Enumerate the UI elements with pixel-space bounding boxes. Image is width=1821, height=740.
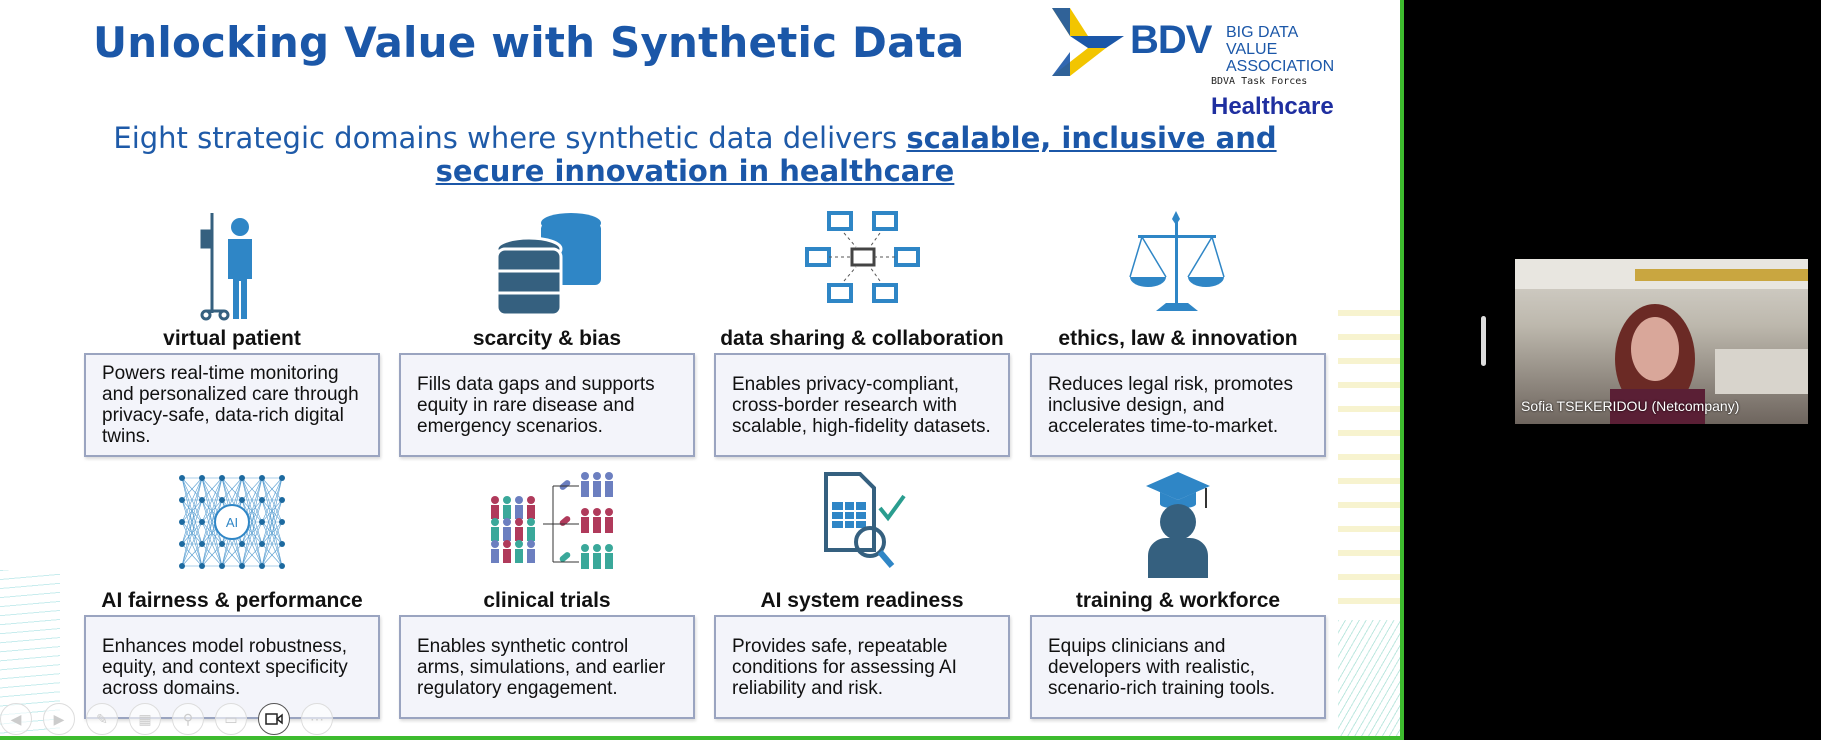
domain-description: Fills data gaps and supports equity in r… xyxy=(417,373,655,437)
active-speaker-border xyxy=(0,736,1404,740)
virtual-patient-icon xyxy=(200,213,252,321)
domain-title: scarcity & bias xyxy=(472,327,622,350)
domain-description-box: Reduces legal risk, promotes inclusive d… xyxy=(1030,353,1326,457)
neural-network-icon: AI xyxy=(179,475,285,569)
previous-slide-button[interactable]: ◀ xyxy=(0,703,32,735)
slideshow-controls: ◀ ▶ ✎ ▦ ⚲ ▭ ⋯ xyxy=(0,703,333,736)
more-options-button[interactable]: ⋯ xyxy=(301,703,333,735)
pen-tool-button[interactable]: ✎ xyxy=(86,703,118,735)
database-icon xyxy=(495,213,601,317)
domain-title: AI fairness & performance xyxy=(101,589,363,612)
logo-brand: BDV xyxy=(1130,18,1212,62)
camera-button[interactable] xyxy=(258,703,290,735)
domain-description: Reduces legal risk, promotes inclusive d… xyxy=(1048,373,1293,437)
domain-title: training & workforce xyxy=(1075,589,1281,612)
zoom-button[interactable]: ⚲ xyxy=(172,703,204,735)
domain-description-box: Provides safe, repeatable conditions for… xyxy=(714,615,1010,719)
domain-description: Enables privacy-compliant, cross-border … xyxy=(732,373,991,437)
bdva-logo-icon xyxy=(1052,8,1124,76)
domain-description-box: Fills data gaps and supports equity in r… xyxy=(399,353,695,457)
slide-title: Unlocking Value with Synthetic Data xyxy=(93,18,965,67)
decorative-lines xyxy=(1338,620,1400,736)
presentation-slide: Unlocking Value with Synthetic Data BDV … xyxy=(0,0,1400,736)
scales-icon xyxy=(1129,211,1225,311)
ai-label: AI xyxy=(226,515,238,530)
domain-title: data sharing & collaboration xyxy=(720,327,1004,350)
task-forces-label: BDVA Task Forces xyxy=(1211,76,1308,87)
slide-subtitle: Eight strategic domains where synthetic … xyxy=(113,121,1277,188)
camera-icon xyxy=(265,713,283,725)
graduate-icon xyxy=(1146,472,1210,578)
domain-description-box: Enables privacy-compliant, cross-border … xyxy=(714,353,1010,457)
domain-title: AI system readiness xyxy=(760,589,964,612)
document-check-icon xyxy=(824,472,906,568)
domain-description: Powers real-time monitoring and personal… xyxy=(102,363,359,447)
domain-description-box: Enables synthetic control arms, simulati… xyxy=(399,615,695,719)
network-icon xyxy=(805,211,920,303)
task-force-name: Healthcare xyxy=(1211,93,1334,120)
next-slide-button[interactable]: ▶ xyxy=(43,703,75,735)
domain-description: Enhances model robustness, equity, and c… xyxy=(102,635,348,699)
subtitles-button[interactable]: ▭ xyxy=(215,703,247,735)
domain-description-box: Enhances model robustness, equity, and c… xyxy=(84,615,380,719)
domain-description: Equips clinicians and developers with re… xyxy=(1048,635,1276,699)
domain-description-box: Powers real-time monitoring and personal… xyxy=(84,353,380,457)
domain-description: Provides safe, repeatable conditions for… xyxy=(732,635,957,699)
domain-description: Enables synthetic control arms, simulati… xyxy=(417,635,666,699)
clinical-trials-icon xyxy=(491,472,613,569)
panel-resize-handle[interactable] xyxy=(1481,316,1486,366)
see-all-slides-button[interactable]: ▦ xyxy=(129,703,161,735)
domain-title: virtual patient xyxy=(163,327,301,350)
domain-title: clinical trials xyxy=(483,589,611,612)
domain-title: ethics, law & innovation xyxy=(1058,327,1298,350)
active-speaker-border xyxy=(1400,0,1404,740)
participant-video xyxy=(1515,259,1808,424)
decorative-lines xyxy=(1338,310,1400,640)
participant-video-tile[interactable]: Sofia TSEKERIDOU (Netcompany) xyxy=(1515,259,1808,424)
participant-name: Sofia TSEKERIDOU (Netcompany) xyxy=(1521,398,1740,414)
domain-description-box: Equips clinicians and developers with re… xyxy=(1030,615,1326,719)
